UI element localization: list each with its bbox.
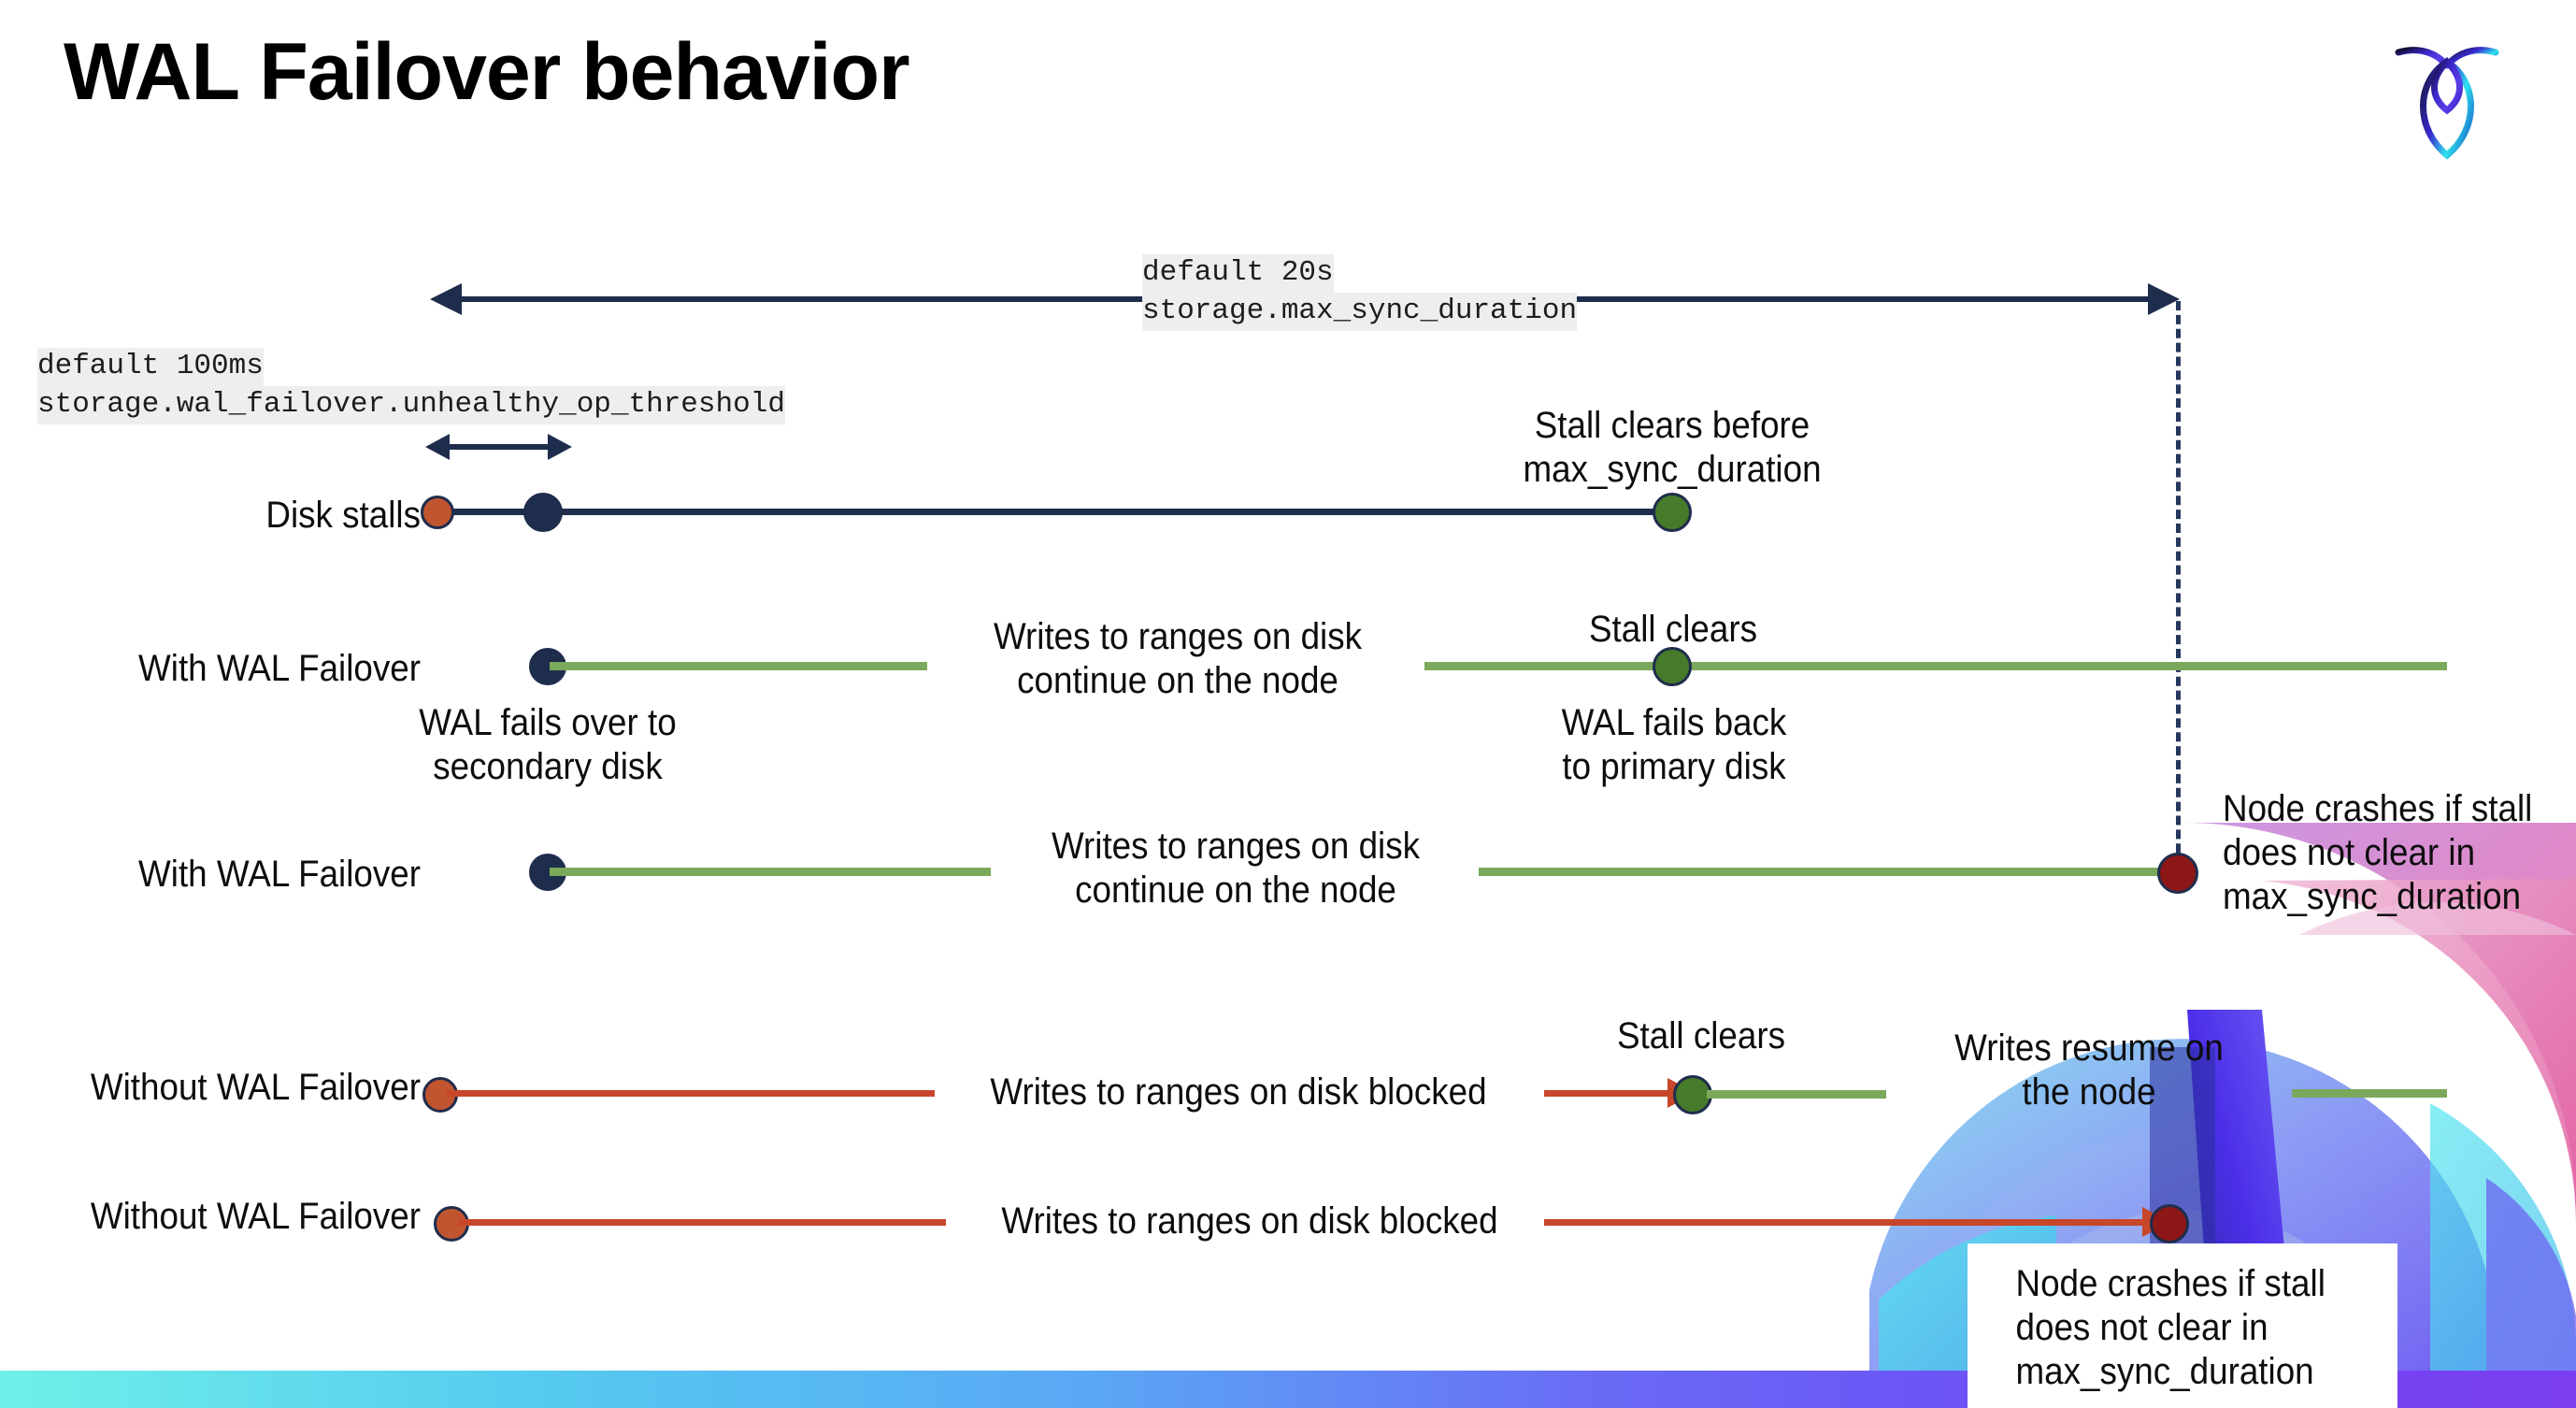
with-wal-1-failover-note: WAL fails over to secondary disk (419, 702, 677, 788)
cockroachdb-logo-icon (2382, 24, 2512, 165)
with-wal-2-crash-dot (2157, 853, 2198, 894)
max-sync-duration-arrow-right-head (2148, 283, 2180, 315)
with-wal-1-failback-note: WAL fails back to primary disk (1561, 702, 1787, 788)
without-wal-2-blocked-note: Writes to ranges on disk blocked (1001, 1200, 1498, 1242)
unhealthy-op-threshold-arrow-shaft (447, 444, 550, 450)
without-wal-2-crash-dot (2150, 1204, 2189, 1243)
without-wal-1-stall-clears-note: Stall clears (1617, 1015, 1785, 1056)
without-wal-2-rail-left (458, 1219, 946, 1226)
max-sync-duration-setting-label: storage.max_sync_duration (1142, 292, 1578, 331)
without-wal-1-resume-note: Writes resume on the node (1954, 1027, 2224, 1113)
row-label-without-wal-failover-2: Without WAL Failover (90, 1196, 421, 1237)
without-wal-1-rail-far-right (2292, 1089, 2447, 1098)
max-sync-duration-default-label: default 20s (1142, 254, 1334, 293)
disk-stalls-start-dot (421, 496, 454, 529)
row-label-disk-stalls: Disk stalls (265, 495, 421, 536)
unhealthy-op-threshold-default-label: default 100ms (37, 348, 264, 386)
without-wal-2-rail-right (1544, 1219, 2152, 1226)
disk-stalls-rail (439, 509, 1673, 515)
with-wal-1-stall-clears-note: Stall clears (1589, 609, 1757, 650)
with-wal-2-crash-note: Node crashes if stall does not clear in … (2223, 788, 2533, 918)
unhealthy-op-threshold-arrow-left-head (425, 434, 450, 460)
max-sync-duration-annotation: default 20s storage.max_sync_duration (1142, 254, 1578, 331)
without-wal-2-crash-callout: Node crashes if stall does not clear in … (1968, 1243, 2397, 1408)
with-wal-1-writes-note: Writes to ranges on disk continue on the… (993, 616, 1363, 702)
without-wal-2-crash-note: Node crashes if stall does not clear in … (2015, 1263, 2326, 1393)
max-sync-duration-dashed-guide (2176, 301, 2181, 881)
row-label-with-wal-failover-2: With WAL Failover (138, 854, 421, 895)
with-wal-1-rail-left (550, 662, 927, 670)
row-label-with-wal-failover-1: With WAL Failover (138, 648, 421, 689)
with-wal-1-rail-right (1424, 662, 2447, 670)
without-wal-1-rail-mid (1544, 1090, 1671, 1097)
disk-stalls-failover-dot (523, 493, 563, 532)
with-wal-2-writes-note: Writes to ranges on disk continue on the… (1051, 826, 1421, 912)
unhealthy-op-threshold-annotation: default 100ms storage.wal_failover.unhea… (37, 348, 785, 424)
without-wal-1-blocked-note: Writes to ranges on disk blocked (990, 1071, 1487, 1113)
with-wal-2-rail-right (1479, 868, 2178, 876)
page-title: WAL Failover behavior (64, 27, 910, 117)
row-label-without-wal-failover-1: Without WAL Failover (90, 1067, 421, 1108)
with-wal-1-stall-clears-dot (1653, 647, 1692, 686)
unhealthy-op-threshold-setting-label: storage.wal_failover.unhealthy_op_thresh… (37, 385, 785, 424)
disk-stalls-stall-clears-note: Stall clears before max_sync_duration (1523, 405, 1822, 491)
without-wal-1-rail-right (1707, 1090, 1886, 1099)
with-wal-2-rail-left (550, 868, 991, 876)
without-wal-1-rail-left (447, 1090, 935, 1097)
disk-stalls-clear-dot (1653, 493, 1692, 532)
max-sync-duration-arrow-left-head (430, 283, 462, 315)
without-wal-1-stall-clears-dot (1673, 1075, 1712, 1114)
unhealthy-op-threshold-arrow-right-head (548, 434, 572, 460)
